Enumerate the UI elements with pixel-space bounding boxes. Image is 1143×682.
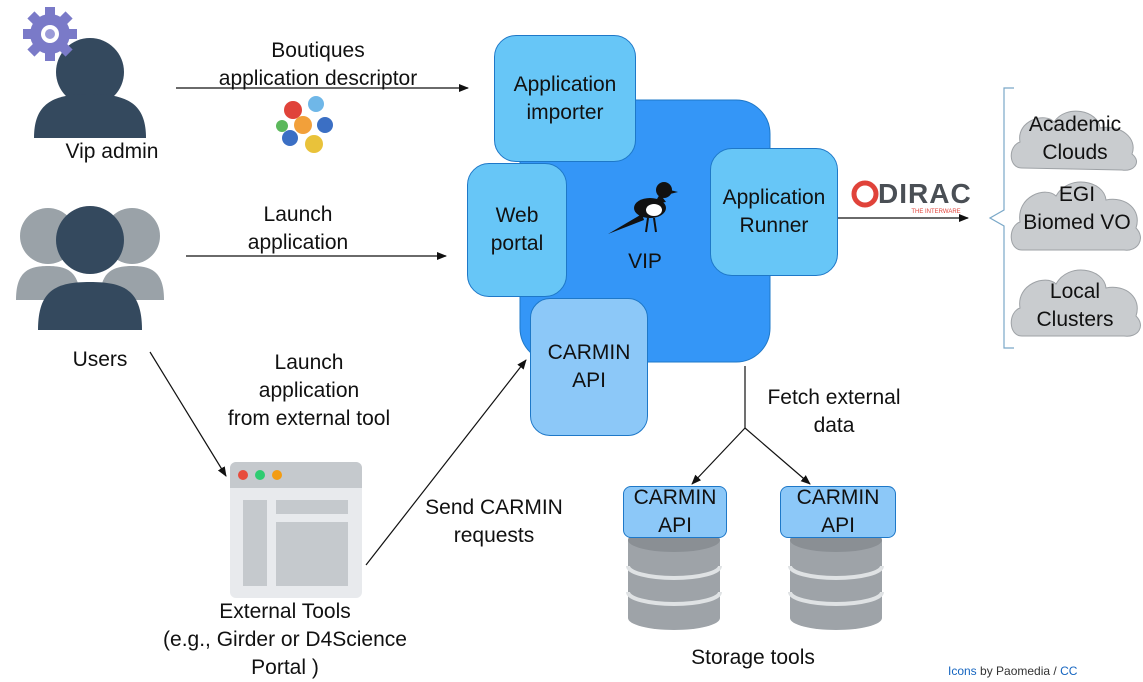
arrow-fetch-right bbox=[744, 427, 811, 485]
academic-line-2: Clouds bbox=[1042, 141, 1108, 164]
carmin-line-1: CARMIN bbox=[547, 341, 631, 364]
cloud-local bbox=[1010, 269, 1141, 337]
external-tool-window-icon bbox=[230, 462, 362, 598]
launch-line-2: application bbox=[247, 231, 349, 254]
carmin-api-box: CARMIN API bbox=[530, 298, 648, 436]
cc-license-link[interactable]: CC bbox=[1060, 664, 1078, 678]
arrow-fetch-left bbox=[691, 427, 746, 485]
academic-line-1: Academic bbox=[1028, 113, 1122, 136]
application-importer-box: Application importer bbox=[494, 35, 636, 162]
ext-tools-line-3: Portal ) bbox=[251, 656, 319, 679]
importer-line-1: Application bbox=[513, 72, 617, 96]
storage-tools-label: Storage tools bbox=[691, 646, 815, 669]
web-portal-box: Web portal bbox=[467, 163, 567, 297]
launch-ext-line-3: from external tool bbox=[227, 407, 391, 430]
carmin-line-2: API bbox=[572, 369, 606, 392]
web-portal-line-2: portal bbox=[490, 232, 544, 255]
egi-line-2: Biomed VO bbox=[1023, 211, 1131, 234]
local-line-2: Clusters bbox=[1036, 308, 1114, 331]
credit-by: by Paomedia / bbox=[980, 664, 1057, 678]
launch-ext-line-1: Launch bbox=[274, 351, 344, 374]
cloud-academic bbox=[1010, 110, 1137, 171]
clouds-bracket bbox=[988, 87, 1014, 349]
magpie-icon bbox=[608, 182, 678, 234]
local-clusters-label: Local Clusters bbox=[1014, 278, 1136, 334]
arrow-users-to-tools bbox=[149, 351, 227, 477]
launch-external-label: Launch application from external tool bbox=[200, 349, 418, 433]
dirac-name: DIRAC bbox=[878, 178, 972, 209]
fetch-line-2: data bbox=[813, 414, 855, 437]
send-line-1: Send CARMIN bbox=[425, 496, 563, 519]
users-icon bbox=[16, 206, 164, 330]
local-line-1: Local bbox=[1049, 280, 1101, 303]
academic-clouds-label: Academic Clouds bbox=[1014, 111, 1136, 167]
external-tools-label: External Tools (e.g., Girder or D4Scienc… bbox=[140, 598, 430, 682]
s1-line-2: API bbox=[658, 514, 692, 537]
launch-line-1: Launch bbox=[263, 203, 333, 226]
boutiques-logo-icon bbox=[276, 96, 333, 153]
storage-cylinder-2 bbox=[788, 528, 884, 630]
ext-tools-line-1: External Tools bbox=[219, 600, 351, 623]
icons-credit: Icons by Paomedia / CC bbox=[948, 664, 1077, 678]
users-label: Users bbox=[72, 348, 128, 371]
boutiques-line-2: application descriptor bbox=[218, 67, 418, 90]
arrow-send-requests bbox=[365, 359, 527, 566]
s2-line-1: CARMIN bbox=[796, 486, 880, 509]
ext-tools-line-2: (e.g., Girder or D4Science bbox=[163, 628, 407, 651]
boutiques-label: Boutiques application descriptor bbox=[198, 37, 438, 93]
vip-admin-label: Vip admin bbox=[65, 140, 159, 163]
runner-line-2: Runner bbox=[739, 214, 809, 237]
importer-line-2: importer bbox=[526, 100, 604, 124]
s2-line-2: API bbox=[821, 514, 855, 537]
fetch-data-label: Fetch external data bbox=[752, 384, 916, 440]
egi-line-1: EGI bbox=[1058, 183, 1096, 206]
s1-line-1: CARMIN bbox=[633, 486, 717, 509]
icons-link[interactable]: Icons bbox=[948, 664, 977, 678]
egi-biomed-label: EGI Biomed VO bbox=[1014, 181, 1140, 237]
dirac-logo-icon bbox=[851, 180, 879, 208]
web-portal-line-1: Web bbox=[495, 204, 539, 227]
send-line-2: requests bbox=[453, 524, 535, 547]
storage-carmin-api-2: CARMIN API bbox=[780, 486, 896, 538]
storage-cylinder-1 bbox=[626, 528, 722, 630]
cloud-egi bbox=[1010, 181, 1141, 251]
runner-line-1: Application bbox=[722, 186, 826, 209]
launch-ext-line-2: application bbox=[258, 379, 360, 402]
gear-icon bbox=[23, 7, 77, 61]
fetch-line-1: Fetch external bbox=[767, 386, 901, 409]
dirac-tagline: THE INTERWARE bbox=[911, 209, 961, 215]
launch-application-label: Launch application bbox=[218, 201, 378, 257]
boutiques-line-1: Boutiques bbox=[271, 39, 365, 62]
vip-label: VIP bbox=[628, 250, 662, 273]
vip-admin-icon bbox=[34, 38, 146, 138]
storage-carmin-api-1: CARMIN API bbox=[623, 486, 727, 538]
send-requests-label: Send CARMIN requests bbox=[404, 494, 584, 550]
